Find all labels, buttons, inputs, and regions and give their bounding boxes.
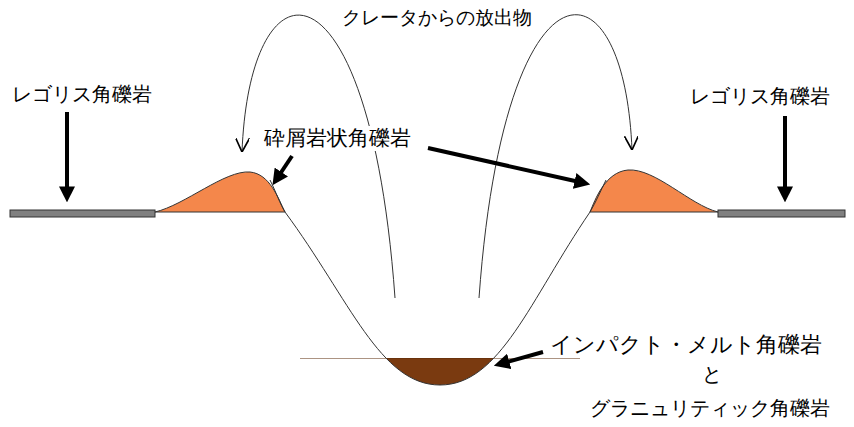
pointer-arrow <box>276 156 292 180</box>
ejecta-mound <box>155 172 285 212</box>
ejecta-trajectory <box>479 15 632 298</box>
ground-surface <box>718 210 845 217</box>
granulitic-label: グラニュリティック角礫岩 <box>588 396 832 420</box>
melt-label: インパクト・メルト角礫岩 <box>548 332 824 358</box>
pointer-arrow <box>500 352 543 364</box>
conjunction-label: と <box>700 362 724 386</box>
ejecta-mound <box>590 170 718 212</box>
ground-surface <box>10 210 155 217</box>
clastic-label: 砕屑岩状角礫岩 <box>262 126 413 151</box>
pointer-arrow <box>428 148 584 183</box>
pointer-arrow <box>65 112 69 196</box>
regolith-label: レゴリス角礫岩 <box>10 82 154 106</box>
ejecta-title: クレータからの放出物 <box>340 6 534 29</box>
melt-pocket <box>300 358 580 385</box>
pointer-arrow <box>783 116 787 196</box>
ejecta-trajectory <box>242 15 395 298</box>
regolith-label: レゴリス角礫岩 <box>688 84 832 108</box>
